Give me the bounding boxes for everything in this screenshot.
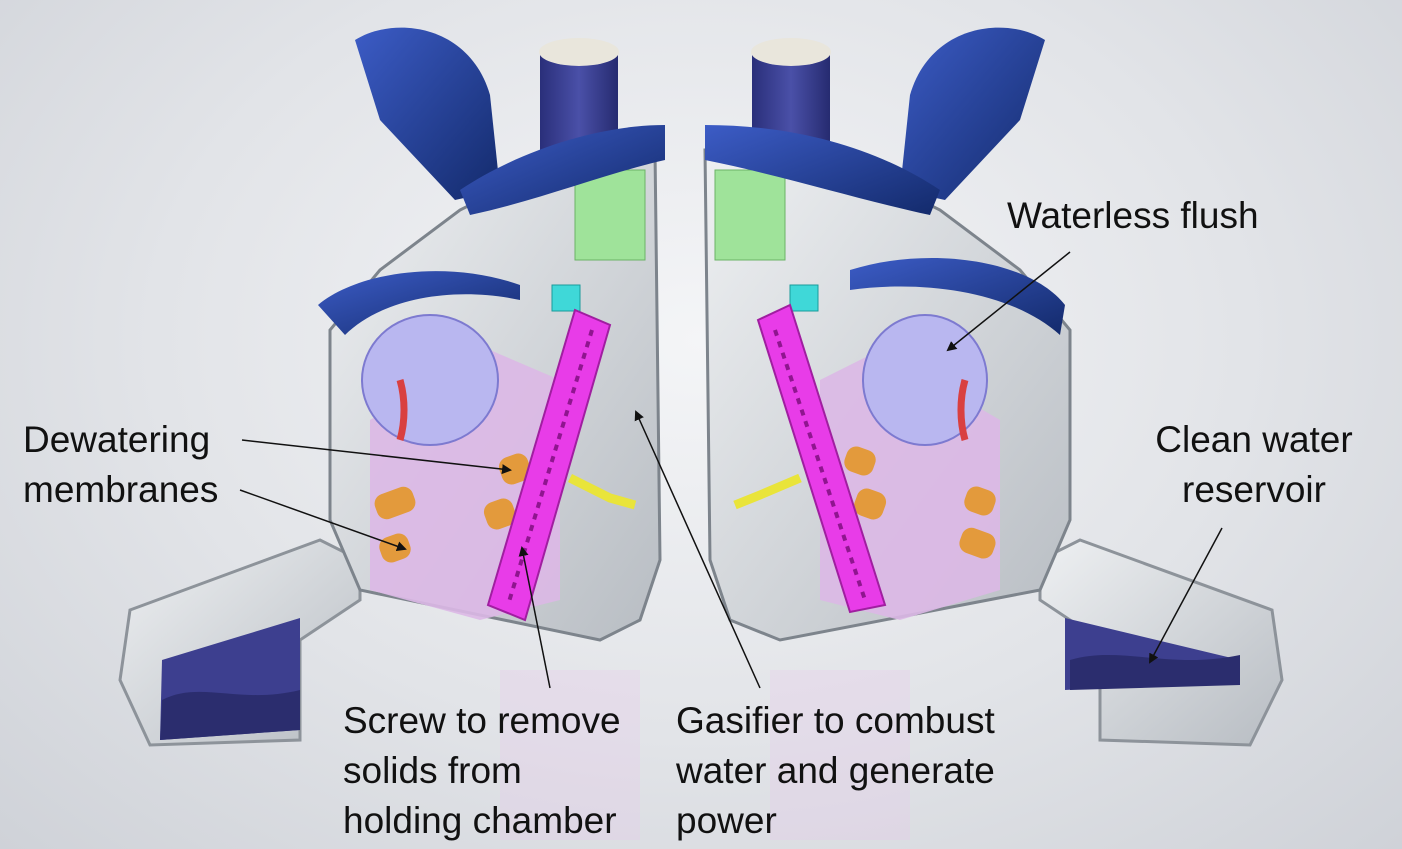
label-line: Gasifier to combust bbox=[676, 700, 995, 741]
label-clean-water-reservoir: Clean water reservoir bbox=[1140, 415, 1368, 515]
membrane-rollers-right bbox=[844, 446, 996, 559]
leader-lines bbox=[239, 251, 1223, 689]
seat-lid-left bbox=[355, 27, 500, 201]
bowl-left bbox=[361, 314, 499, 446]
label-line: water and generate bbox=[676, 750, 995, 791]
label-gasifier: Gasifier to combust water and generate p… bbox=[676, 696, 995, 846]
leader-waterless-flush bbox=[946, 251, 1071, 352]
label-screw: Screw to remove solids from holding cham… bbox=[343, 696, 621, 846]
green-box-right bbox=[714, 169, 786, 261]
membrane-rollers-left bbox=[374, 453, 532, 563]
label-line: solids from bbox=[343, 750, 522, 791]
label-line: Waterless flush bbox=[1007, 195, 1259, 236]
screw-right bbox=[756, 303, 887, 614]
screw-left bbox=[486, 308, 612, 622]
floor-reflection bbox=[500, 670, 910, 840]
label-line: power bbox=[676, 800, 777, 841]
label-line: Screw to remove bbox=[343, 700, 621, 741]
green-box-left bbox=[574, 169, 646, 261]
label-line: Dewatering bbox=[23, 419, 211, 460]
bowl-rim-right bbox=[850, 257, 1065, 335]
label-dewatering-membranes: Dewatering membranes bbox=[23, 415, 218, 515]
seat-lid-right bbox=[900, 27, 1045, 201]
seat-top-left bbox=[460, 125, 665, 215]
label-line: reservoir bbox=[1182, 469, 1326, 510]
leader-dewatering-1 bbox=[241, 439, 512, 475]
label-line: holding chamber bbox=[343, 800, 617, 841]
label-line: membranes bbox=[23, 469, 219, 510]
leader-clean-water bbox=[1149, 527, 1223, 664]
right-toilet-half bbox=[703, 27, 1284, 747]
left-toilet-half bbox=[118, 27, 665, 747]
seat-top-right bbox=[705, 125, 940, 215]
leader-dewatering-2 bbox=[239, 489, 407, 552]
bowl-rim-left bbox=[318, 271, 520, 335]
label-waterless-flush: Waterless flush bbox=[1007, 191, 1259, 241]
label-line: Clean water bbox=[1155, 419, 1353, 460]
leader-screw bbox=[518, 546, 551, 689]
leader-gasifier bbox=[634, 410, 761, 689]
